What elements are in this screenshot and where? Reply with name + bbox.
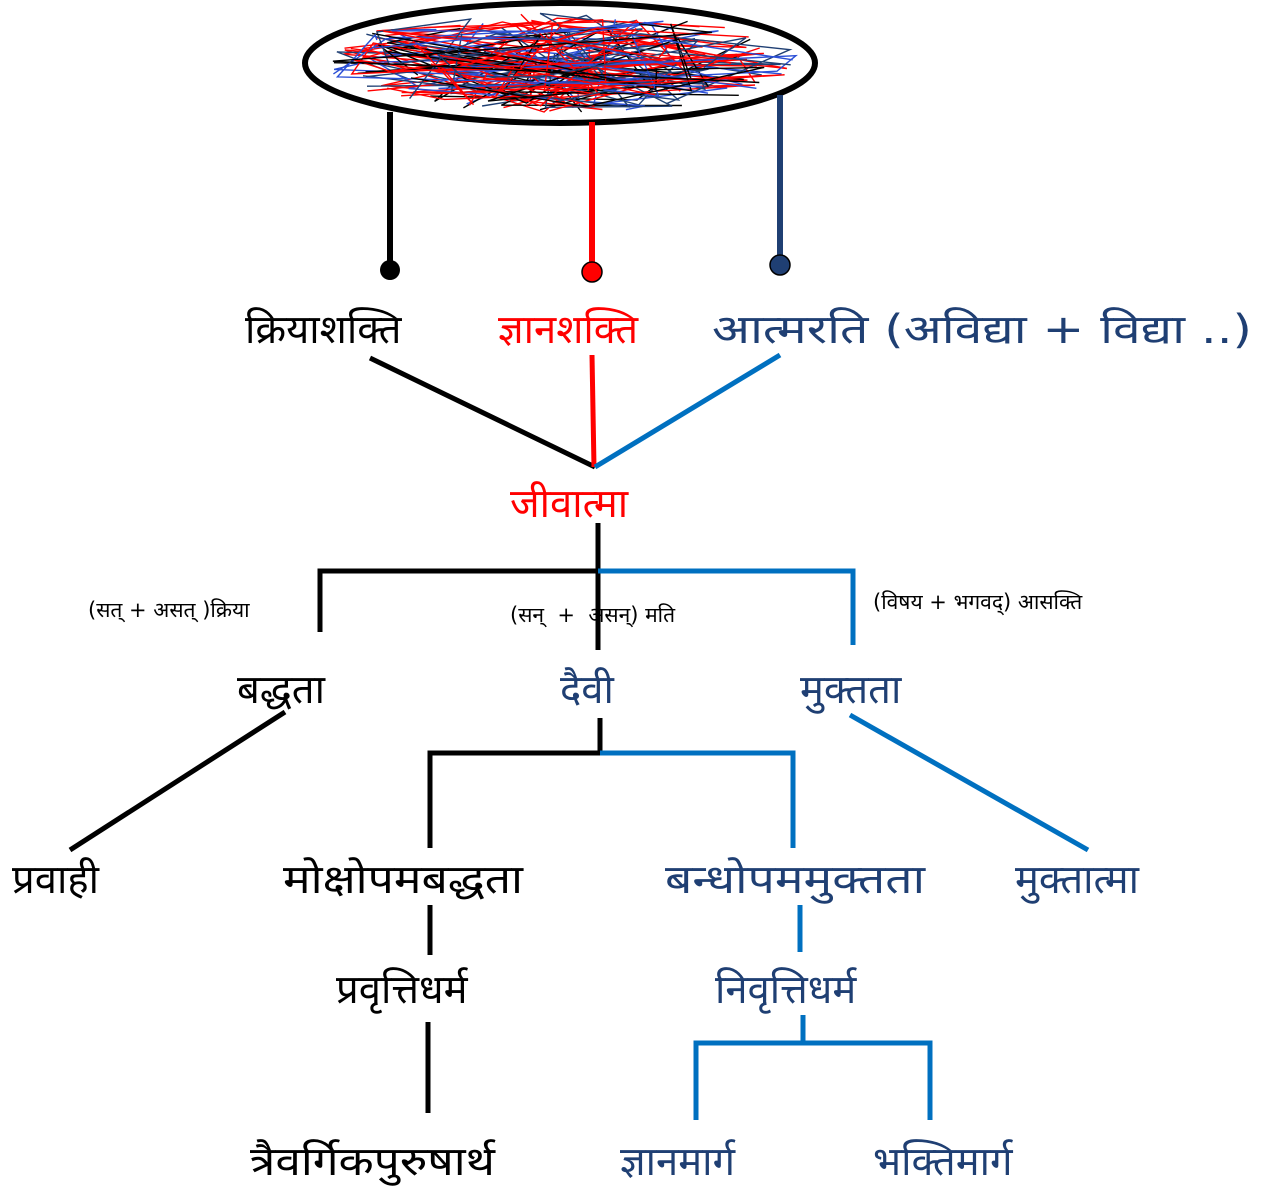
edge-kriya-jivatma xyxy=(368,355,597,470)
node-baddhata: बद्धता xyxy=(237,667,326,713)
scribble-stroke xyxy=(401,19,607,97)
scribble-stroke xyxy=(390,23,484,63)
connector-dot-black xyxy=(380,260,400,280)
node-bandhopamamuktata: बन्धोपममुक्तता xyxy=(665,857,926,904)
scribble-stroke xyxy=(412,25,605,106)
scribble-stroke xyxy=(602,34,793,97)
scribble-stroke xyxy=(383,30,598,66)
node-bhaktimarg: भक्तिमार्ग xyxy=(873,1139,1014,1185)
node-atmarati: आत्मरति (अविद्या + विद्या ..) xyxy=(712,307,1252,353)
node-gyanamarg: ज्ञानमार्ग xyxy=(620,1139,736,1185)
scribble-stroke xyxy=(410,66,765,108)
edge-baddhata-pravahi xyxy=(68,709,287,853)
bracket-left xyxy=(317,568,598,632)
scribble-stroke xyxy=(372,32,658,91)
node-gyanashakti: ज्ञानशक्ति xyxy=(498,307,639,353)
edge-label-asakti: (विषय + भगवद्) आसक्ति xyxy=(873,590,1083,616)
daivi-bracket-left xyxy=(427,750,600,848)
edge-label-mati: (सन् + असन्) मति xyxy=(510,603,676,628)
connector-dot-navy xyxy=(769,254,791,276)
node-mokshopamabaddhata: मोक्षोपमबद्धता xyxy=(283,857,524,903)
connector-dot-red xyxy=(581,261,603,283)
node-pravahi: प्रवाही xyxy=(12,857,100,903)
scribbled-ellipse-icon xyxy=(302,0,818,126)
daivi-bracket-right xyxy=(600,750,796,848)
nivritti-bracket xyxy=(693,1040,933,1120)
edge-label-kriya: (सत् + असत् )क्रिया xyxy=(88,598,250,623)
node-muktata: मुक्तता xyxy=(800,667,902,714)
node-daivi: दैवी xyxy=(560,667,614,713)
scribble-stroke xyxy=(489,37,747,78)
scribble-stroke xyxy=(436,33,791,78)
node-jivatma: जीवात्मा xyxy=(510,481,629,527)
scribble-stroke xyxy=(543,23,785,92)
node-traivargikapurusharth: त्रैवर्गिकपुरुषार्थ xyxy=(250,1139,497,1186)
scribble-stroke xyxy=(386,87,595,108)
bracket-right xyxy=(598,568,856,645)
node-muktatma: मुक्तात्मा xyxy=(1015,857,1140,904)
scribble-stroke xyxy=(557,27,671,59)
scribble-stroke xyxy=(352,13,602,96)
scribble-stroke xyxy=(428,35,739,96)
scribble-lines xyxy=(332,12,798,113)
scribble-stroke xyxy=(333,59,659,83)
node-pravrittidharma: प्रवृत्तिधर्म xyxy=(336,967,469,1014)
scribble-stroke xyxy=(335,33,703,88)
node-kriyashakti: क्रियाशक्ति xyxy=(245,307,403,353)
scribble-stroke xyxy=(373,20,664,49)
edge-atma-jivatma xyxy=(593,352,782,470)
edge-gyana-jivatma xyxy=(589,354,597,468)
scribble-stroke xyxy=(375,18,473,100)
scribble-stroke xyxy=(332,23,760,84)
edge-muktata-muktatma xyxy=(848,712,1090,853)
node-nivrittidharma: निवृत्तिधर्म xyxy=(715,967,857,1014)
